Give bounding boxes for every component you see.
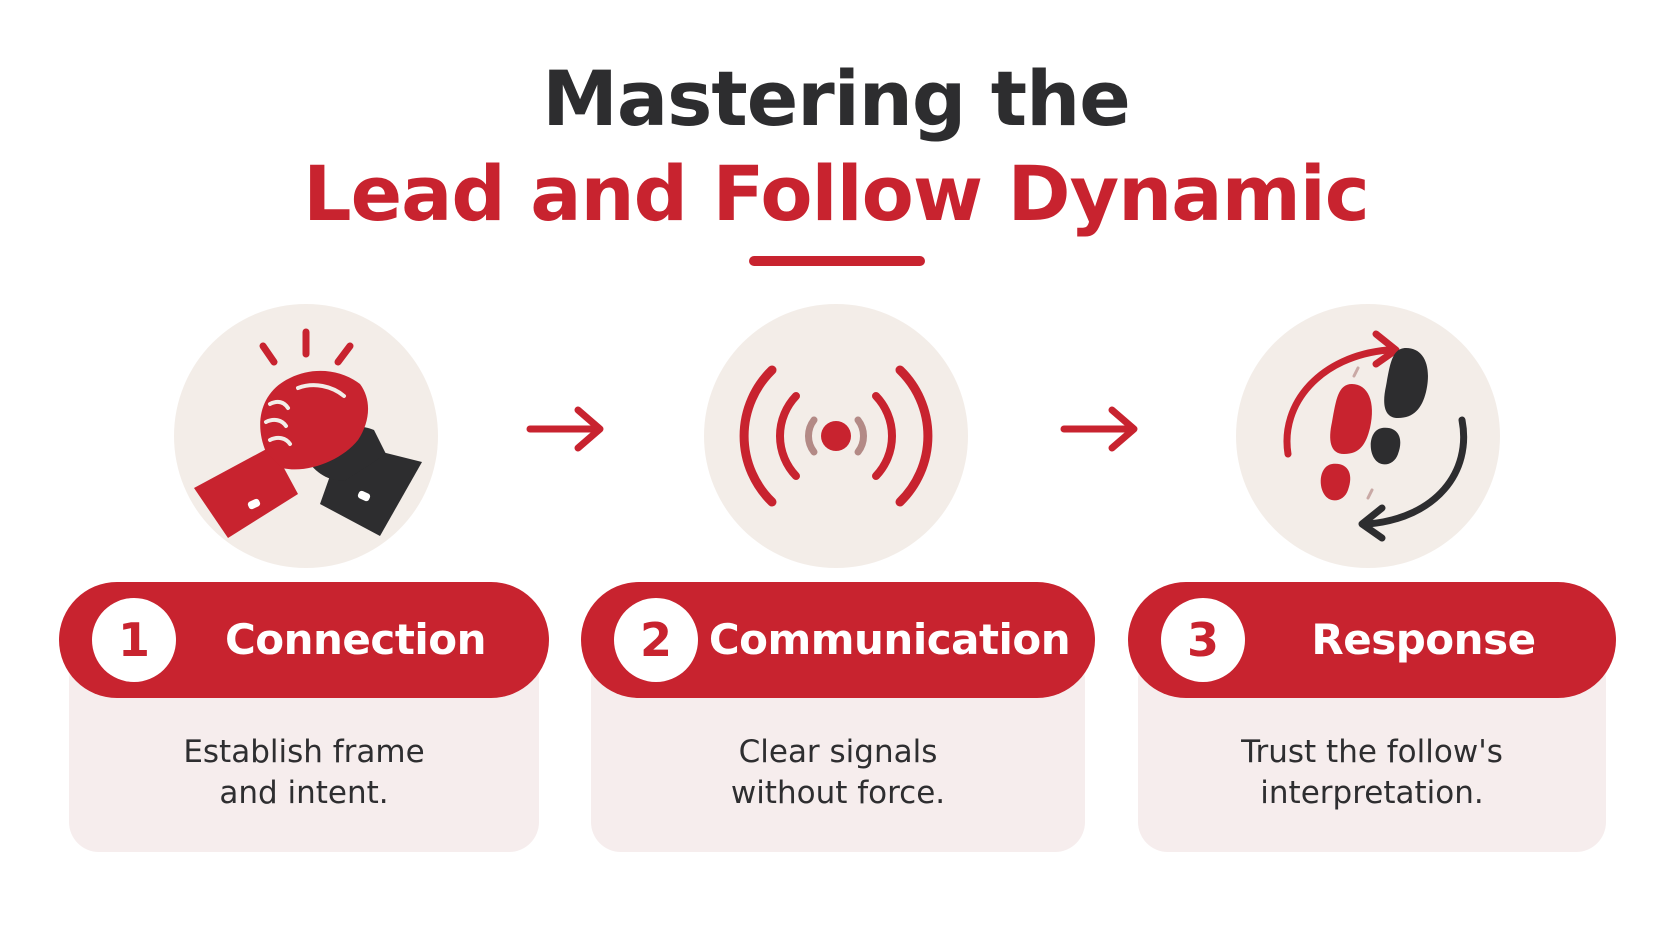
step-3-label: Response xyxy=(1311,615,1536,664)
step-1-label: Connection xyxy=(224,615,487,664)
arrow-right-icon xyxy=(1058,404,1142,458)
title-line-2: Lead and Follow Dynamic xyxy=(303,149,1370,238)
step-2-header: 2 Communication xyxy=(581,582,1095,698)
signal-waves-icon xyxy=(739,365,933,507)
step-2-label: Communication xyxy=(708,615,1071,664)
step-3-header: 3 Response xyxy=(1128,582,1616,698)
handshake-icon xyxy=(194,328,422,538)
title-underline xyxy=(749,256,925,266)
step-3-icon-circle xyxy=(1236,304,1500,568)
step-2-description: Clear signals without force. xyxy=(730,734,946,811)
step-1-icon-circle xyxy=(174,304,438,568)
arrow-right-icon xyxy=(524,404,608,458)
step-1-description: Establish frame and intent. xyxy=(183,734,425,811)
step-2-number-badge: 2 xyxy=(614,598,698,682)
step-2-icon-circle xyxy=(704,304,968,568)
step-1-number-badge: 1 xyxy=(92,598,176,682)
step-3-description: Trust the follow's interpretation. xyxy=(1241,734,1503,811)
title-line-1: Mastering the xyxy=(542,54,1131,143)
step-1-header: 1 Connection xyxy=(59,582,549,698)
step-3-number-badge: 3 xyxy=(1161,598,1245,682)
footprints-cycle-icon xyxy=(1283,330,1468,542)
